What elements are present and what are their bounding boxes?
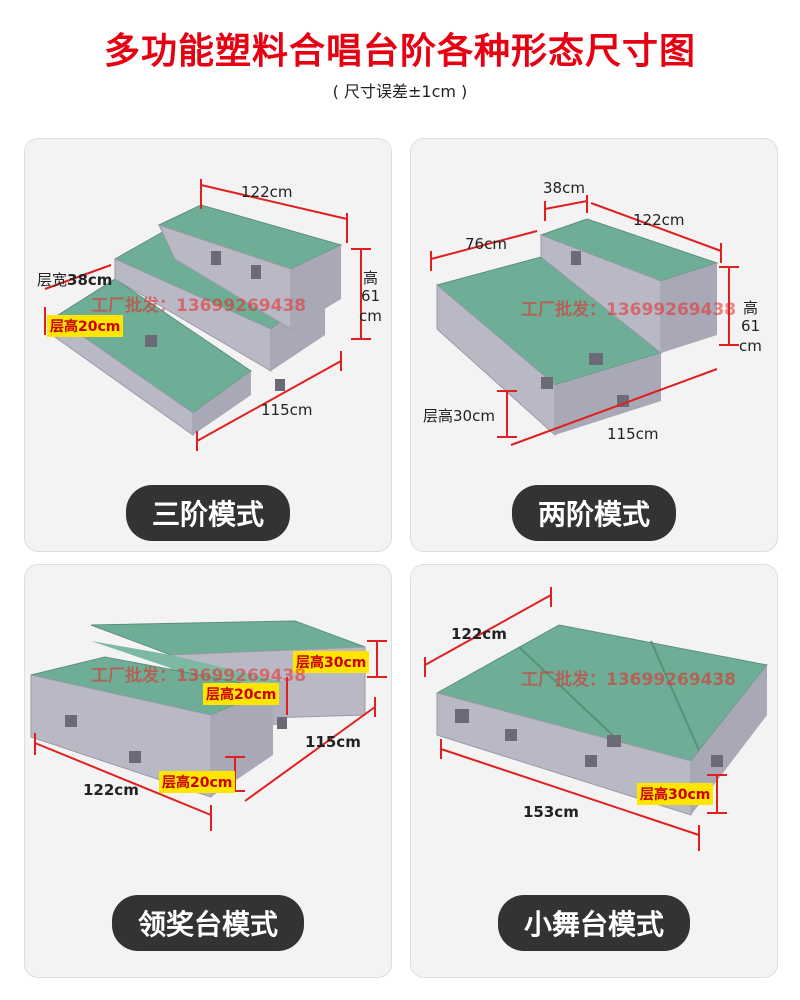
watermark: 工厂批发：13699269438 xyxy=(91,296,307,316)
mode-label-two-step: 两阶模式 xyxy=(511,485,677,541)
height-label-h: 高 xyxy=(743,299,759,317)
watermark: 工厂批发：13699269438 xyxy=(91,666,307,686)
layer-height-high-tag: 层高30cm xyxy=(293,651,370,673)
top-depth-label: 38cm xyxy=(543,179,585,197)
panel-podium: 层高30cm 层高20cm 层高20cm 122cm 115cm 工厂批发：13… xyxy=(24,564,392,978)
height-label-value: 61 xyxy=(361,287,381,305)
depth-label: 115cm xyxy=(261,401,313,419)
mode-label-three-step: 三阶模式 xyxy=(125,485,291,541)
length-label: 153cm xyxy=(523,803,579,821)
height-label-unit: cm xyxy=(739,337,762,355)
watermark: 工厂批发：13699269438 xyxy=(521,300,737,320)
top-width-label: 122cm xyxy=(241,183,293,201)
layer-width-label: 层宽38cm xyxy=(37,269,112,290)
panel-small-stage: 122cm 153cm 层高30cm 工厂批发：13699269438 小舞台模… xyxy=(410,564,778,978)
layer-width-prefix: 层宽 xyxy=(37,271,68,289)
two-step-illustration xyxy=(430,195,739,446)
layer-height-label: 层高30cm xyxy=(423,407,495,425)
layer-height-tag: 层高20cm xyxy=(47,315,124,337)
page-subtitle: ( 尺寸误差±1cm ) xyxy=(332,82,468,101)
lower-depth-label: 76cm xyxy=(465,235,507,253)
mode-label-podium: 领奖台模式 xyxy=(111,895,305,951)
watermark: 工厂批发：13699269438 xyxy=(521,670,737,690)
panel-three-step: 122cm 高 61 cm 115cm 层宽38cm 层高20cm 工厂批发：1… xyxy=(24,138,392,552)
layer-height-tag: 层高30cm xyxy=(637,783,714,805)
top-width-label: 122cm xyxy=(633,211,685,229)
depth-label: 115cm xyxy=(607,425,659,443)
layer-height-mid-tag: 层高20cm xyxy=(203,683,280,705)
depth-label: 115cm xyxy=(305,733,361,751)
three-step-illustration xyxy=(44,179,371,451)
layer-width-value: 38cm xyxy=(67,271,113,289)
mode-label-small-stage: 小舞台模式 xyxy=(497,895,691,951)
layer-height-low-tag: 层高20cm xyxy=(159,771,236,793)
width-label: 122cm xyxy=(451,625,507,643)
height-label-value: 61 xyxy=(741,317,761,335)
small-stage-illustration xyxy=(424,587,768,851)
height-label-unit: cm xyxy=(359,307,382,325)
page-title: 多功能塑料合唱台阶各种形态尺寸图 xyxy=(103,31,696,72)
height-label-h: 高 xyxy=(363,269,379,287)
width-label: 122cm xyxy=(83,781,139,799)
panel-two-step: 38cm 122cm 76cm 高 61 cm 层高30cm 115cm 工厂批… xyxy=(410,138,778,552)
